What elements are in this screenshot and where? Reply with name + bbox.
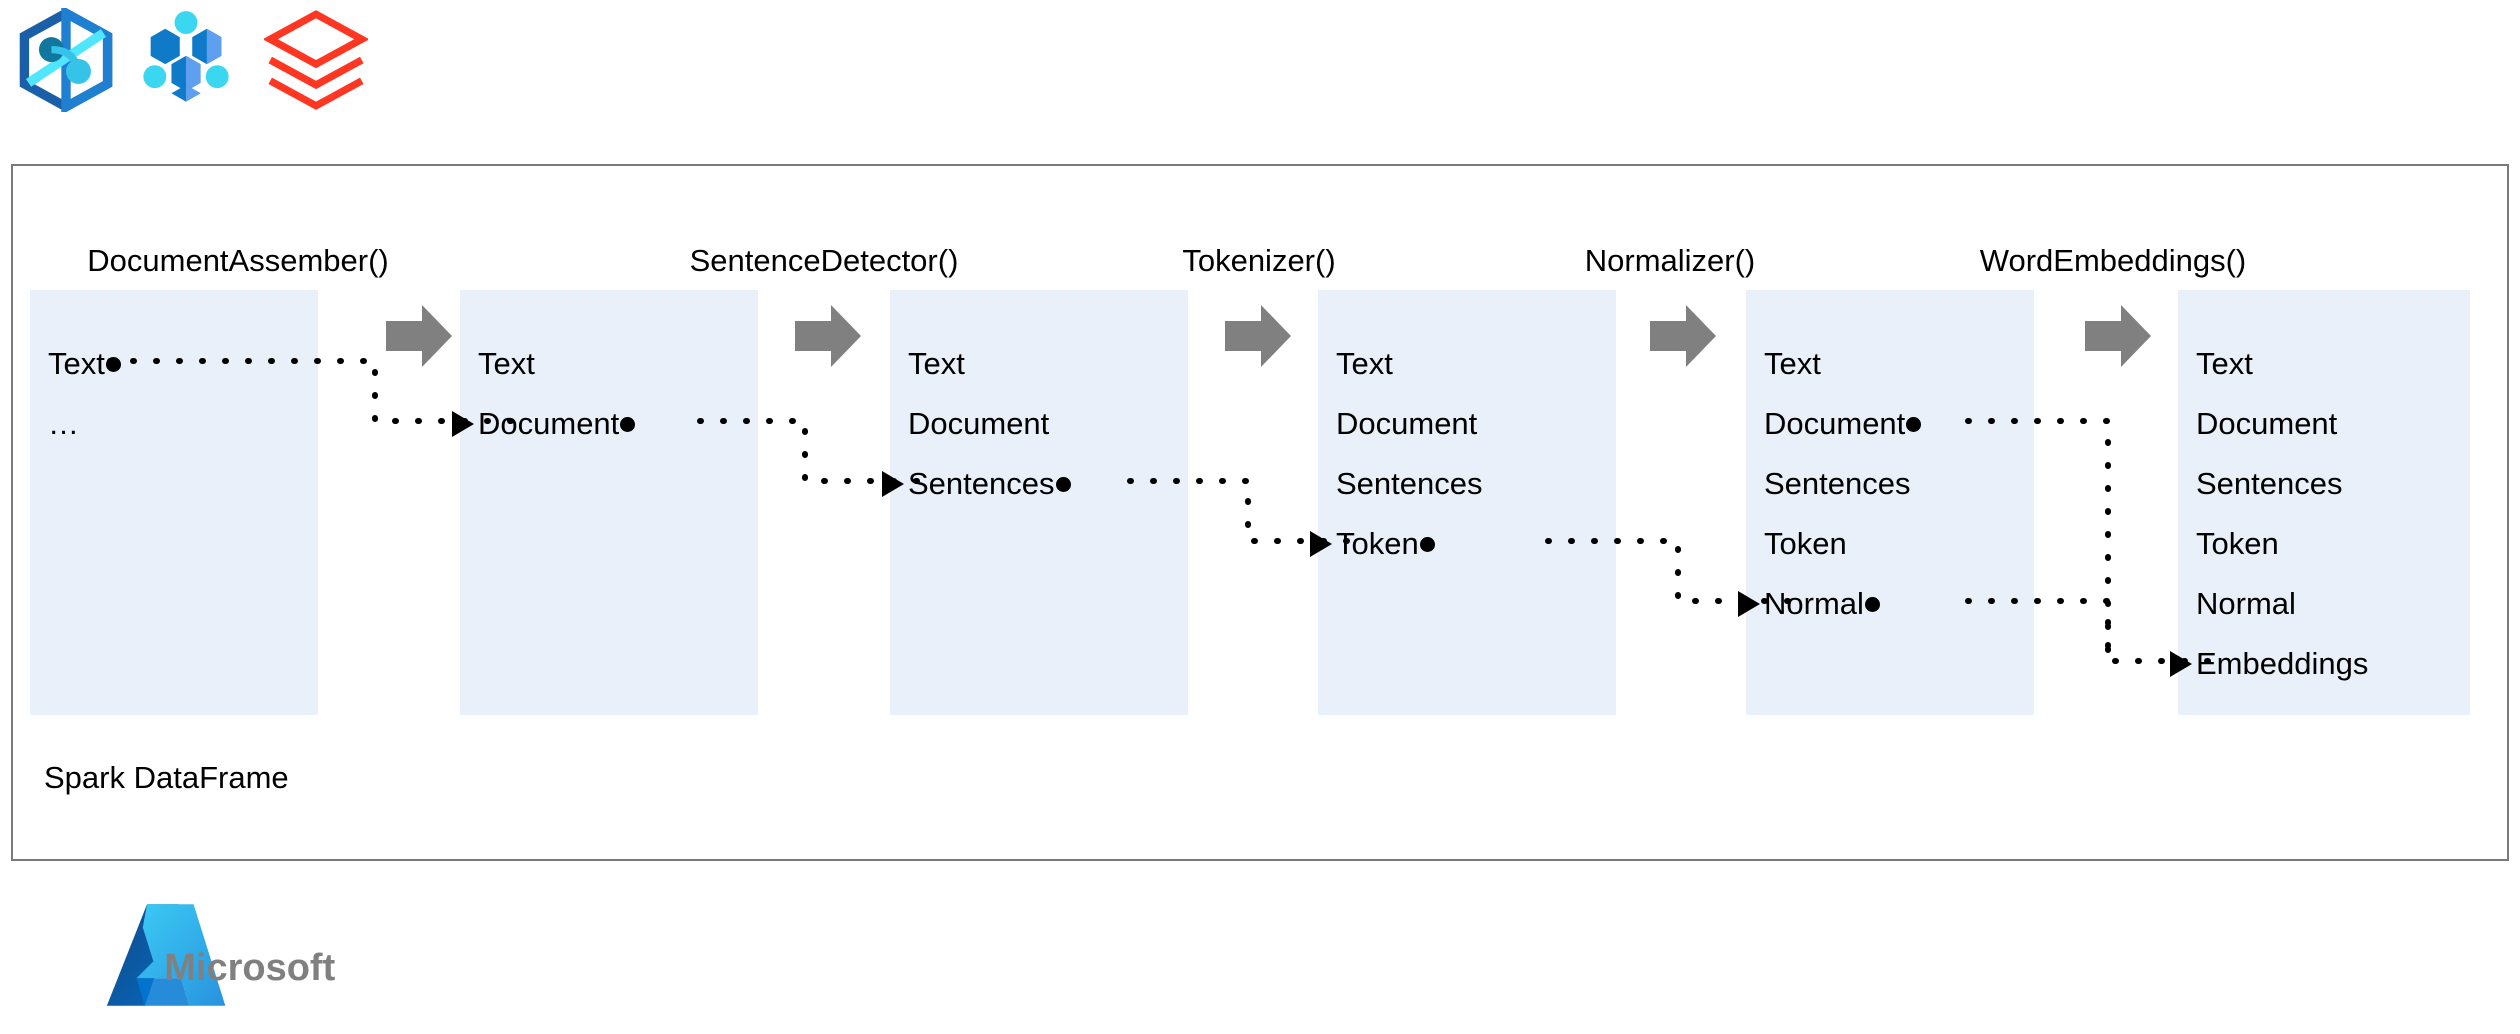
row-document-tokcol: Document <box>1336 406 1478 441</box>
stage-label-sentence-detector: SentenceDetector() <box>689 243 959 278</box>
output-port-dot <box>1419 537 1435 553</box>
row-label: Document <box>1764 406 1906 441</box>
output-port-dot <box>1864 597 1880 613</box>
dataframe-column-embeddings <box>2178 290 2470 715</box>
row-label: Sentences <box>908 466 1055 501</box>
output-port-dot <box>105 357 121 373</box>
stage-arrow-2-icon <box>795 305 861 367</box>
row-text-input: Text <box>48 348 121 379</box>
databricks-logo <box>264 10 368 110</box>
stage-arrow-5-icon <box>2085 305 2151 367</box>
row-text-embcol: Text <box>2196 346 2253 381</box>
brand-line-microsoft: Microsoft <box>164 946 336 989</box>
row-text-sentcol: Text <box>908 346 965 381</box>
row-document-sentcol: Document <box>908 406 1050 441</box>
row-sentences-normcol: Sentences <box>1764 466 1911 501</box>
row-sentences-sentcol: Sentences <box>882 466 1071 501</box>
azure-machine-learning-logo <box>143 11 229 102</box>
row-token-embcol: Token <box>2196 526 2279 561</box>
output-port-dot <box>620 417 636 433</box>
row-label: Text <box>48 346 105 381</box>
stage-arrow-4-icon <box>1650 305 1716 367</box>
spark-dataframe-label: Spark DataFrame <box>44 760 289 795</box>
row-label: Normal <box>1764 586 1864 621</box>
row-label: Document <box>478 406 620 441</box>
row-document-doccol: Document <box>452 406 636 441</box>
row-text-normcol: Text <box>1764 346 1821 381</box>
row-document-normcol: Document <box>1764 406 1922 441</box>
row-sentences-embcol: Sentences <box>2196 466 2343 501</box>
row-label: Token <box>1336 526 1419 561</box>
azure-synapse-analytics-logo <box>19 8 113 112</box>
row-sentences-tokcol: Sentences <box>1336 466 1483 501</box>
microsoft-azure-wordmark: Microsoft Azure <box>122 904 335 1034</box>
stage-arrow-1-icon <box>386 305 452 367</box>
row-label: Embeddings <box>2196 646 2369 681</box>
output-port-dot <box>1906 417 1922 433</box>
row-text-doccol: Text <box>478 346 535 381</box>
row-embeddings-embcol: Embeddings <box>2170 646 2369 681</box>
row-normal-normcol: Normal <box>1738 586 1880 621</box>
stage-label-word-embeddings: WordEmbeddings() <box>1979 243 2247 278</box>
stage-label-normalizer: Normalizer() <box>1584 243 1756 278</box>
incoming-arrow-icon <box>1738 590 1760 617</box>
stage-label-document-assembler: DocumentAssember() <box>87 243 389 278</box>
row-document-embcol: Document <box>2196 406 2338 441</box>
incoming-arrow-icon <box>452 410 474 437</box>
stage-arrow-3-icon <box>1225 305 1291 367</box>
product-logo-strip <box>14 8 434 118</box>
output-port-dot <box>1055 477 1071 493</box>
row-text-tokcol: Text <box>1336 346 1393 381</box>
row-normal-embcol: Normal <box>2196 586 2296 621</box>
row-token-normcol: Token <box>1764 526 1847 561</box>
stage-label-tokenizer: Tokenizer() <box>1182 243 1336 278</box>
brand-line-azure: Azure <box>163 1032 269 1034</box>
dataframe-column-token <box>1318 290 1616 715</box>
row-token-tokcol: Token <box>1310 526 1435 561</box>
microsoft-azure-logo <box>106 904 226 1006</box>
row-ellipsis-input: … <box>48 406 79 441</box>
incoming-arrow-icon <box>1310 530 1332 557</box>
incoming-arrow-icon <box>882 470 904 497</box>
incoming-arrow-icon <box>2170 650 2192 677</box>
